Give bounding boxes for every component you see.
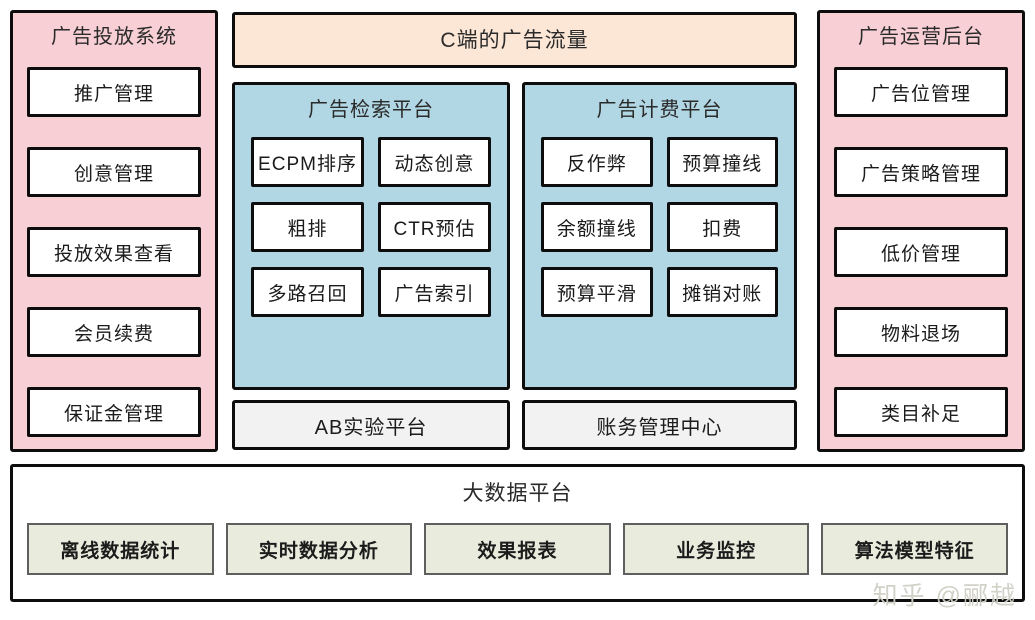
module-charge-deduction[interactable]: 扣费 <box>666 202 778 252</box>
item-creative-management[interactable]: 创意管理 <box>27 147 201 197</box>
module-ad-index[interactable]: 广告索引 <box>378 267 491 317</box>
item-deposit-management[interactable]: 保证金管理 <box>27 387 201 437</box>
chip-effect-report[interactable]: 效果报表 <box>424 523 611 575</box>
module-ecpm-ranking[interactable]: ECPM排序 <box>251 137 364 187</box>
chip-algorithm-model-features[interactable]: 算法模型特征 <box>821 523 1008 575</box>
panel-title-ad-delivery-system: 广告投放系统 <box>51 26 177 48</box>
chip-realtime-data-analysis[interactable]: 实时数据分析 <box>225 523 413 575</box>
ad-retrieval-module-grid: ECPM排序 动态创意 粗排 CTR预估 多路召回 广告索引 <box>251 137 491 317</box>
module-budget-smoothing[interactable]: 预算平滑 <box>541 267 653 317</box>
item-promotion-management[interactable]: 推广管理 <box>27 67 201 117</box>
ad-delivery-system-item-list: 推广管理 创意管理 投放效果查看 会员续费 保证金管理 <box>27 67 201 437</box>
panel-ad-retrieval-platform: 广告检索平台 ECPM排序 动态创意 粗排 CTR预估 多路召回 广告索引 <box>232 82 510 390</box>
module-anti-fraud[interactable]: 反作弊 <box>541 137 653 187</box>
big-data-chip-row: 离线数据统计 实时数据分析 效果报表 业务监控 算法模型特征 <box>27 523 1008 575</box>
panel-ad-operation-backend: 广告运营后台 广告位管理 广告策略管理 低价管理 物料退场 类目补足 <box>817 10 1025 452</box>
chip-business-monitoring[interactable]: 业务监控 <box>622 523 810 575</box>
ad-billing-module-grid: 反作弊 预算撞线 余额撞线 扣费 预算平滑 摊销对账 <box>541 137 778 317</box>
panel-title-ad-billing-platform: 广告计费平台 <box>596 99 723 121</box>
bar-ab-experiment-platform[interactable]: AB实验平台 <box>232 400 510 450</box>
ad-operation-backend-item-list: 广告位管理 广告策略管理 低价管理 物料退场 类目补足 <box>834 67 1008 437</box>
bar-label-ab-experiment-platform: AB实验平台 <box>314 416 428 439</box>
bar-account-management-center[interactable]: 账务管理中心 <box>522 400 797 450</box>
item-membership-renewal[interactable]: 会员续费 <box>27 307 201 357</box>
module-ctr-prediction[interactable]: CTR预估 <box>378 202 491 252</box>
panel-big-data-platform: 大数据平台 离线数据统计 实时数据分析 效果报表 业务监控 算法模型特征 <box>10 464 1025 602</box>
panel-title-big-data-platform: 大数据平台 <box>462 482 573 505</box>
panel-ad-delivery-system: 广告投放系统 推广管理 创意管理 投放效果查看 会员续费 保证金管理 <box>10 10 218 452</box>
item-material-withdrawal[interactable]: 物料退场 <box>834 307 1008 357</box>
item-delivery-effect-view[interactable]: 投放效果查看 <box>27 227 201 277</box>
item-category-supplement[interactable]: 类目补足 <box>834 387 1008 437</box>
module-dynamic-creative[interactable]: 动态创意 <box>378 137 491 187</box>
module-balance-cap-hit[interactable]: 余额撞线 <box>541 202 653 252</box>
banner-title-consumer-ad-traffic: C端的广告流量 <box>440 28 589 52</box>
panel-title-ad-retrieval-platform: 广告检索平台 <box>308 99 434 121</box>
module-budget-cap-hit[interactable]: 预算撞线 <box>666 137 778 187</box>
module-multi-channel-recall[interactable]: 多路召回 <box>251 267 364 317</box>
banner-consumer-ad-traffic: C端的广告流量 <box>232 12 797 68</box>
chip-offline-data-statistics[interactable]: 离线数据统计 <box>27 523 214 575</box>
item-low-price-management[interactable]: 低价管理 <box>834 227 1008 277</box>
module-coarse-ranking[interactable]: 粗排 <box>251 202 364 252</box>
panel-ad-billing-platform: 广告计费平台 反作弊 预算撞线 余额撞线 扣费 预算平滑 摊销对账 <box>522 82 797 390</box>
module-amortization-reconciliation[interactable]: 摊销对账 <box>666 267 778 317</box>
item-ad-slot-management[interactable]: 广告位管理 <box>834 67 1008 117</box>
bar-label-account-management-center: 账务管理中心 <box>596 416 723 439</box>
panel-title-ad-operation-backend: 广告运营后台 <box>858 26 984 48</box>
item-ad-strategy-management[interactable]: 广告策略管理 <box>834 147 1008 197</box>
